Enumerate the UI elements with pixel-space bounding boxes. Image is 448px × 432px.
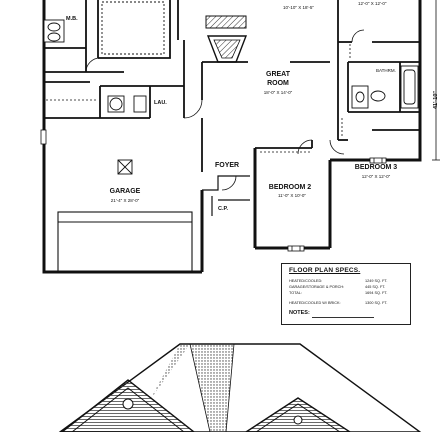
- room-label-great-room-2: ROOM: [267, 80, 289, 87]
- notes-label: NOTES:: [289, 310, 310, 316]
- spec-label: GARAGE/STORAGE & PORCH:: [289, 285, 345, 289]
- floor-plan-specs-box: FLOOR PLAN SPECS. HEATED/COOLED: 1249 SQ…: [281, 263, 411, 325]
- great-room-top-dims: 10'-10" X 18'-5": [283, 5, 314, 10]
- spec-value: 1300 SQ. FT.: [365, 301, 388, 305]
- bedroom-2-dims: 11'-0" X 10'-0": [278, 193, 306, 198]
- room-label-bath: BATHRM.: [376, 68, 396, 73]
- bedroom-3-dims: 12'-0" X 12'-0": [362, 174, 391, 179]
- spec-value: 445 SQ. FT.: [365, 285, 386, 289]
- notes-line: [312, 317, 374, 318]
- room-label-cp: C.P.: [218, 206, 228, 212]
- room-label-lau: LAU.: [154, 100, 167, 106]
- water-heater-symbol: [117, 159, 133, 175]
- overall-dimension-label: 41'-10": [433, 91, 439, 109]
- spec-row: HEATED/COOLED W/ BRICK: 1300 SQ. FT.: [289, 301, 405, 308]
- front-elevation: [58, 343, 422, 432]
- room-label-bedroom-3: BEDROOM 3: [355, 164, 398, 171]
- room-label-great-room-1: GREAT: [266, 71, 291, 78]
- spec-label: TOTAL:: [289, 291, 302, 295]
- spec-value: 1249 SQ. FT.: [365, 279, 388, 283]
- spec-row: HEATED/COOLED: 1249 SQ. FT.: [289, 279, 405, 286]
- windows: [40, 129, 387, 252]
- room-label-foyer: FOYER: [215, 162, 239, 169]
- room-label-garage: GARAGE: [110, 188, 141, 195]
- specs-title: FLOOR PLAN SPECS.: [289, 267, 361, 274]
- room-label-bedroom-2: BEDROOM 2: [269, 184, 312, 191]
- spec-row: GARAGE/STORAGE & PORCH: 445 SQ. FT.: [289, 285, 405, 292]
- laundry-fixtures: [107, 95, 147, 113]
- foyer-entry: [202, 175, 250, 216]
- interior-walls: [43, 0, 420, 272]
- garage-door: [57, 211, 193, 273]
- great-room-dims: 18'-0" X 14'-0": [264, 90, 293, 95]
- spec-value: 1694 SQ. FT.: [365, 291, 388, 295]
- spec-label: HEATED/COOLED:: [289, 279, 323, 283]
- overall-dimension-line: [432, 0, 440, 161]
- bath-fixtures: [351, 65, 419, 109]
- door-swings: [85, 29, 365, 191]
- spec-label: HEATED/COOLED W/ BRICK:: [289, 301, 341, 305]
- spec-row: TOTAL: 1694 SQ. FT.: [289, 291, 405, 298]
- garage-dims: 21'-4" X 28'-0": [111, 198, 140, 203]
- closets: [46, 44, 351, 153]
- top-right-room-dims: 12'-0" X 12'-0": [358, 1, 387, 6]
- master-bath-fixtures: [43, 1, 165, 55]
- room-label-mb: M.B.: [66, 16, 78, 22]
- fireplace: [205, 15, 248, 63]
